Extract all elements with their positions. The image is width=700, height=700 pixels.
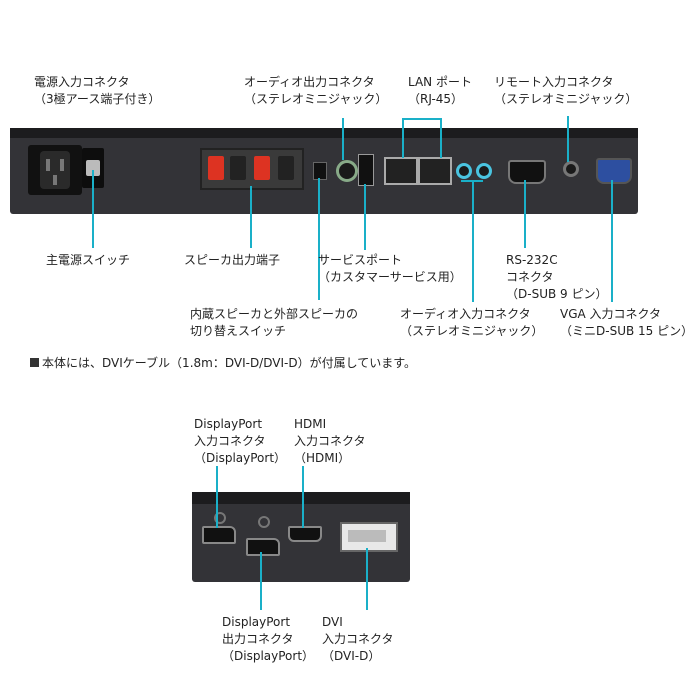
accessory-note-text: 本体には、DVIケーブル（1.8m：DVI-D/DVI-D）が付属しています。 [42,356,417,370]
hdmi-in-port [288,526,322,542]
leader-speaker-out [250,186,252,248]
label-displayport-out-line1: DisplayPort [222,615,291,629]
label-power-inlet: 電源入力コネクタ （3極アース端子付き） [34,74,160,108]
leader-hdmi-in [302,466,304,528]
leader-dvi-in [366,548,368,610]
label-audio-in-line1: オーディオ入力コネクタ [400,307,531,321]
audio-in-jack-1 [456,163,472,179]
power-inlet-connector [28,145,82,195]
leader-displayport-in [216,466,218,528]
label-remote-in-line2: （ステレオミニジャック） [494,92,638,106]
label-remote-in-line1: リモート入力コネクタ [494,75,614,89]
label-audio-out-line1: オーディオ出力コネクタ [244,75,375,89]
leader-main-power-switch [92,170,94,248]
remote-in-jack [563,161,579,177]
label-vga-in-line2: （ミニD-SUB 15 ピン） [560,324,694,338]
label-main-power-switch-line1: 主電源スイッチ [46,253,131,267]
label-rs232c-line1: RS-232C [506,253,558,267]
rs232c-dsub9-port [508,160,546,184]
label-dvi-in-line1: DVI [322,615,343,629]
label-service-port-line2: （カスタマーサービス用） [318,270,462,284]
label-displayport-in: DisplayPort 入力コネクタ （DisplayPort） [194,416,286,467]
label-rs232c: RS-232C コネクタ （D-SUB 9 ピン） [506,252,607,303]
leader-lan-h [402,118,442,120]
label-speaker-out-line1: スピーカ出力端子 [184,253,281,267]
main-power-switch [82,148,104,188]
audio-in-jack-2 [476,163,492,179]
rear-panel-main-top-edge [10,128,638,138]
leader-lan-v1 [402,118,404,158]
label-audio-out-line2: （ステレオミニジャック） [244,92,388,106]
label-remote-in: リモート入力コネクタ （ステレオミニジャック） [494,74,637,108]
label-lan-port-line1: LAN ポート [408,75,472,89]
dvi-in-port [340,522,398,552]
label-dvi-in-line2: 入力コネクタ [322,632,394,646]
label-displayport-out: DisplayPort 出力コネクタ （DisplayPort） [222,614,314,665]
label-rs232c-line3: （D-SUB 9 ピン） [506,287,608,301]
label-hdmi-in-line3: （HDMI） [294,451,351,465]
label-displayport-out-line2: 出力コネクタ [222,632,294,646]
leader-service-port [364,184,366,250]
leader-audio-out [342,118,344,160]
label-rs232c-line2: コネクタ [506,270,554,284]
rear-panel-video-top-edge [192,492,410,504]
label-power-inlet-line1: 電源入力コネクタ [34,75,130,89]
label-hdmi-in-line1: HDMI [294,417,327,431]
label-speaker-switch: 内蔵スピーカと外部スピーカの 切り替えスイッチ [190,306,358,340]
label-main-power-switch: 主電源スイッチ [46,252,130,269]
label-displayport-in-line1: DisplayPort [194,417,263,431]
label-lan-port: LAN ポート （RJ-45） [408,74,472,108]
label-displayport-in-line2: 入力コネクタ [194,434,266,448]
label-service-port-line1: サービスポート [318,253,403,267]
label-displayport-out-line3: （DisplayPort） [222,649,315,663]
leader-vga-in [611,180,613,302]
label-dvi-in: DVI 入力コネクタ （DVI-D） [322,614,394,665]
vga-dsub15-port [596,158,632,184]
leader-audio-in-v [472,180,474,302]
displayport-out-port [246,538,280,556]
label-dvi-in-line3: （DVI-D） [322,649,381,663]
label-hdmi-in-line2: 入力コネクタ [294,434,366,448]
leader-displayport-out [260,552,262,610]
panel2-jack-1 [214,512,226,524]
label-speaker-switch-line1: 内蔵スピーカと外部スピーカの [190,307,359,321]
label-displayport-in-line3: （DisplayPort） [194,451,287,465]
label-audio-in: オーディオ入力コネクタ （ステレオミニジャック） [400,306,543,340]
service-usb-port [358,154,374,186]
leader-lan-v2 [440,118,442,158]
speaker-select-switch [313,162,327,180]
label-lan-port-line2: （RJ-45） [408,92,464,106]
label-vga-in: VGA 入力コネクタ （ミニD-SUB 15 ピン） [560,306,693,340]
note-square-icon [30,358,39,367]
leader-speaker-switch [318,178,320,300]
panel2-jack-2 [258,516,270,528]
label-speaker-switch-line2: 切り替えスイッチ [190,324,287,338]
label-power-inlet-line2: （3極アース端子付き） [34,92,161,106]
label-service-port: サービスポート （カスタマーサービス用） [318,252,462,286]
leader-remote-in [567,116,569,162]
label-speaker-out: スピーカ出力端子 [184,252,280,269]
lan-port-2 [418,157,452,185]
label-hdmi-in: HDMI 入力コネクタ （HDMI） [294,416,366,467]
audio-out-jack [336,160,358,182]
speaker-terminal-block [200,148,304,190]
label-audio-out: オーディオ出力コネクタ （ステレオミニジャック） [244,74,387,108]
accessory-note: 本体には、DVIケーブル（1.8m：DVI-D/DVI-D）が付属しています。 [30,354,416,371]
label-vga-in-line1: VGA 入力コネクタ [560,307,662,321]
leader-rs232c [524,180,526,248]
label-audio-in-line2: （ステレオミニジャック） [400,324,544,338]
displayport-in-port [202,526,236,544]
lan-port-1 [384,157,418,185]
